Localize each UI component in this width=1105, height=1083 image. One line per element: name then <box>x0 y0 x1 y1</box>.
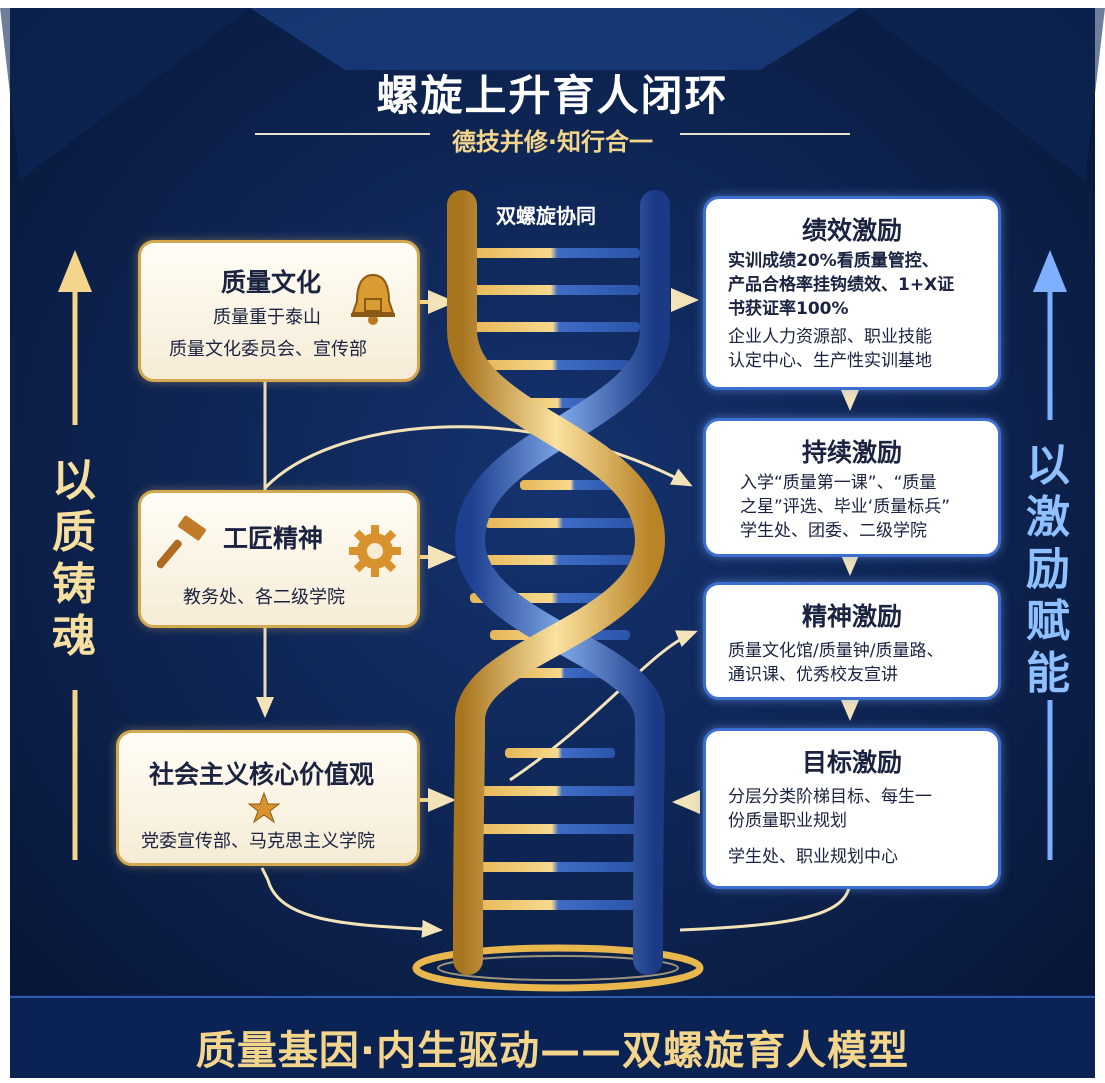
hammer-icon <box>157 515 206 569</box>
spirit-line-1: 质量文化馆/质量钟/质量路、 <box>728 641 944 661</box>
subtitle: 德技并修·知行合一 <box>451 128 654 156</box>
core-values-title: 社会主义核心价值观 <box>149 760 375 789</box>
continuous-incentive-title: 持续激励 <box>801 438 902 467</box>
spirit-incentive-box: 精神激励 质量文化馆/质量钟/质量路、 通识课、优秀校友宣讲 <box>703 582 1001 700</box>
goal-line-1: 分层分类阶梯目标、每生一 <box>728 787 932 807</box>
footer-title: 质量基因·内生驱动——双螺旋育人模型 <box>195 1028 910 1074</box>
dna-rungs <box>468 248 640 910</box>
goal-incentive-title: 目标激励 <box>801 748 902 777</box>
craftsman-spirit-title: 工匠精神 <box>223 524 324 553</box>
goal-line-2: 份质量职业规划 <box>728 811 847 831</box>
goal-incentive-box: 目标激励 分层分类阶梯目标、每生一 份质量职业规划 学生处、职业规划中心 <box>703 728 1001 889</box>
performance-line-1: 实训成绩20%看质量管控、 <box>728 251 939 271</box>
continuous-line-2: 之星”评选、毕业‘质量标兵” <box>740 497 951 517</box>
craftsman-spirit-org: 教务处、各二级学院 <box>183 587 345 608</box>
left-side-label: 以质铸魂 <box>52 455 96 662</box>
performance-line-2: 产品合格率挂钩绩效、1+X证 <box>728 275 955 295</box>
goal-line-3: 学生处、职业规划中心 <box>728 847 898 867</box>
quality-culture-title: 质量文化 <box>221 268 322 297</box>
quality-culture-motto: 质量重于泰山 <box>213 307 321 328</box>
craftsman-spirit-box: 工匠精神 教务处、各二级学院 <box>138 490 420 628</box>
dna-label: 双螺旋协同 <box>496 204 596 228</box>
quality-culture-org: 质量文化委员会、宣传部 <box>169 339 367 360</box>
star-icon <box>247 791 281 824</box>
core-values-box: 社会主义核心价值观 党委宣传部、马克思主义学院 <box>116 730 420 866</box>
core-values-org: 党委宣传部、马克思主义学院 <box>141 831 375 852</box>
continuous-incentive-box: 持续激励 入学“质量第一课”、“质量 之星”评选、毕业‘质量标兵” 学生处、团委… <box>703 418 1001 557</box>
right-up-arrow <box>1033 250 1067 860</box>
bell-icon <box>351 273 395 325</box>
continuous-line-1: 入学“质量第一课”、“质量 <box>740 473 937 493</box>
performance-incentive-title: 绩效激励 <box>801 216 902 245</box>
quality-culture-box: 质量文化 质量重于泰山 质量文化委员会、宣传部 <box>138 240 420 382</box>
spirit-incentive-title: 精神激励 <box>801 602 902 631</box>
performance-line-5: 认定中心、生产性实训基地 <box>728 351 932 371</box>
right-side-label: 以激励赋能 <box>1026 440 1070 699</box>
performance-line-3: 书获证率100% <box>728 299 849 319</box>
main-title: 螺旋上升育人闭环 <box>376 71 729 120</box>
continuous-line-3: 学生处、团委、二级学院 <box>740 521 927 541</box>
performance-incentive-box: 绩效激励 实训成绩20%看质量管控、 产品合格率挂钩绩效、1+X证 书获证率10… <box>703 196 1001 390</box>
left-up-arrow <box>58 250 92 860</box>
gear-icon <box>349 525 401 577</box>
spirit-line-2: 通识课、优秀校友宣讲 <box>728 665 898 685</box>
performance-line-4: 企业人力资源部、职业技能 <box>728 327 932 347</box>
